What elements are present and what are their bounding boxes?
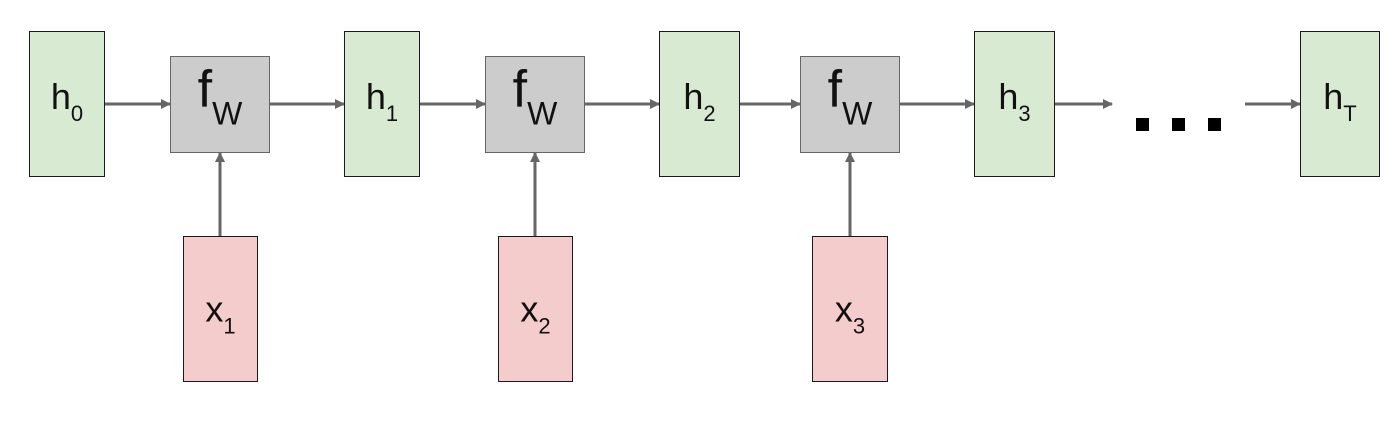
hidden-state-label: hT: [1323, 75, 1357, 126]
function-label: fW: [827, 60, 873, 132]
input-box-x1: x1: [183, 236, 258, 382]
hidden-state-label: h0: [50, 75, 84, 126]
hidden-state-label: h1: [365, 75, 399, 126]
function-box-3: fW: [800, 56, 900, 153]
function-box-2: fW: [485, 56, 585, 153]
hidden-state-label: h2: [683, 75, 716, 126]
hidden-state-h2: h2: [659, 31, 740, 177]
function-label: fW: [512, 60, 558, 132]
hidden-state-h0: h0: [29, 31, 105, 177]
dot: [1208, 118, 1221, 131]
dot: [1172, 118, 1185, 131]
hidden-state-h1: h1: [344, 31, 420, 177]
dot: [1136, 118, 1149, 131]
input-box-x3: x3: [812, 236, 888, 382]
hidden-state-label: h3: [998, 75, 1031, 126]
input-label: x3: [834, 288, 866, 339]
hidden-state-hT: hT: [1300, 31, 1380, 177]
function-box-1: fW: [170, 56, 270, 153]
input-label: x1: [205, 288, 236, 339]
function-label: fW: [197, 60, 243, 132]
ellipsis-dots: [1128, 118, 1228, 142]
input-box-x2: x2: [498, 236, 573, 382]
hidden-state-h3: h3: [974, 31, 1055, 177]
input-label: x2: [520, 288, 551, 339]
